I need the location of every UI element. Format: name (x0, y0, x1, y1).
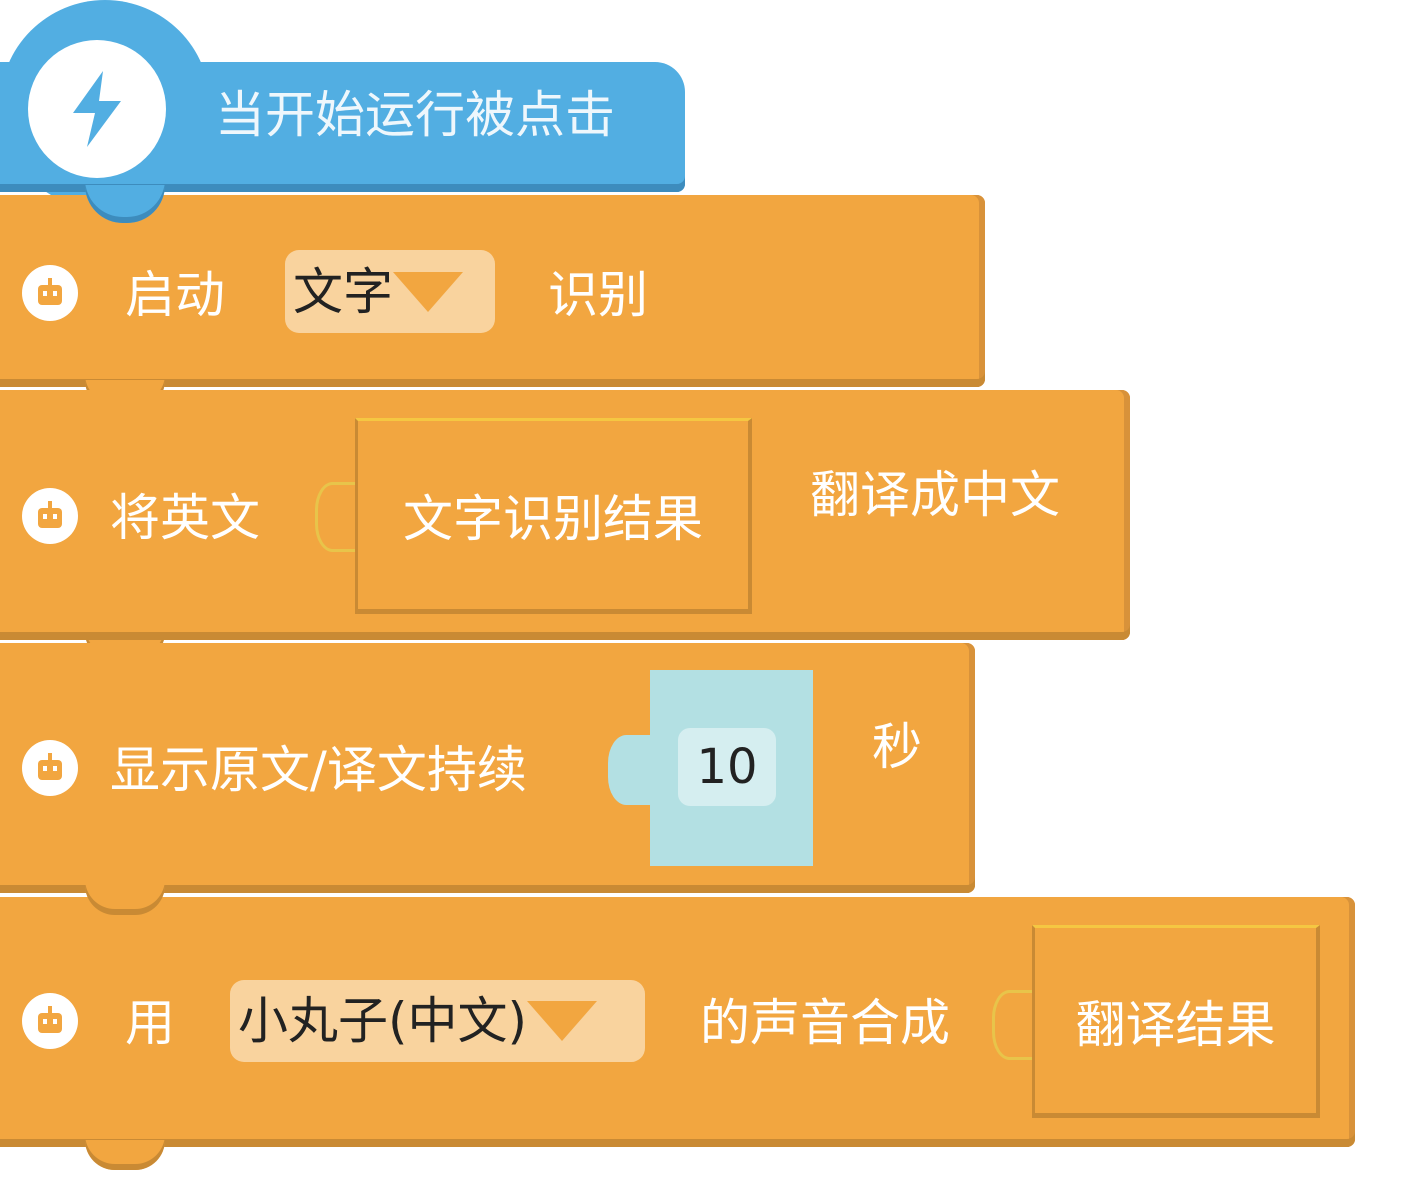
robot-icon (22, 265, 78, 321)
text-result-reporter[interactable]: 文字识别结果 (355, 418, 752, 614)
duration-input[interactable]: 10 (678, 728, 776, 806)
reporter-knob (315, 482, 359, 552)
dropdown-arrow-icon (393, 271, 463, 312)
translation-result-reporter[interactable]: 翻译结果 (1032, 925, 1320, 1118)
block-text: 启动 (125, 266, 225, 324)
dropdown-arrow-icon (527, 1001, 598, 1041)
robot-icon (22, 488, 78, 544)
lightning-icon (28, 40, 166, 178)
block-text: 翻译成中文 (810, 466, 1060, 524)
block-text: 显示原文/译文持续 (110, 741, 527, 799)
block-connector (85, 1140, 165, 1170)
block-text: 秒 (872, 718, 922, 776)
recognition-type-dropdown[interactable]: 文字 (285, 250, 495, 333)
block-text: 将英文 (110, 489, 260, 547)
block-text: 用 (125, 994, 175, 1052)
dropdown-value: 文字 (293, 262, 393, 321)
voice-dropdown[interactable]: 小丸子(中文) (230, 980, 645, 1062)
reporter-label: 翻译结果 (1075, 995, 1276, 1054)
robot-icon (22, 993, 78, 1049)
dropdown-value: 小丸子(中文) (238, 992, 528, 1050)
block-text: 的声音合成 (700, 994, 950, 1052)
block-text: 识别 (548, 266, 648, 324)
robot-icon (22, 740, 78, 796)
number-knob (608, 735, 654, 805)
reporter-knob (992, 990, 1036, 1060)
hat-label: 当开始运行被点击 (215, 86, 615, 144)
reporter-label: 文字识别结果 (403, 490, 703, 548)
